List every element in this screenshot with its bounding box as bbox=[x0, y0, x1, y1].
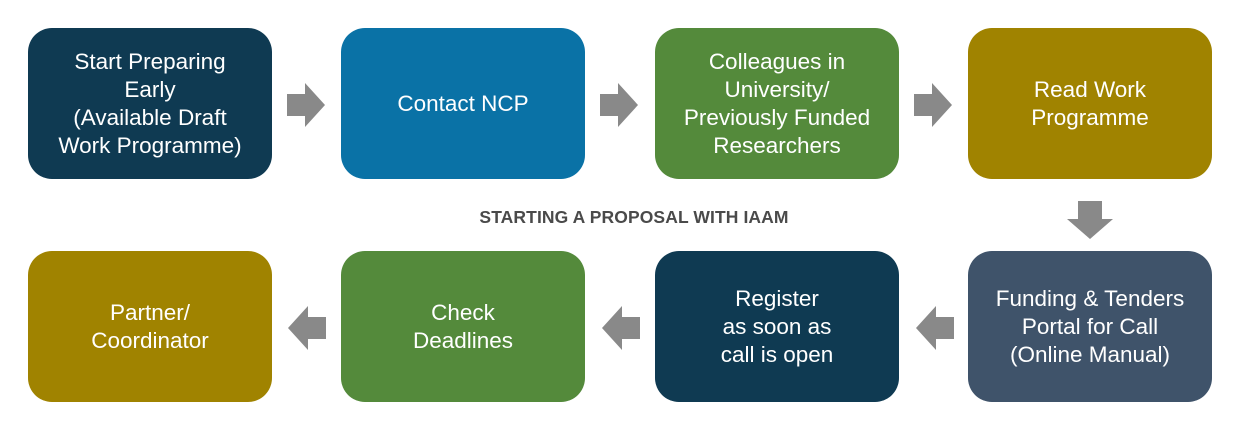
step-register: Register as soon as call is open bbox=[655, 251, 899, 402]
step-partner-coordinator: Partner/ Coordinator bbox=[28, 251, 272, 402]
step-check-deadlines: Check Deadlines bbox=[341, 251, 585, 402]
step-contact-ncp: Contact NCP bbox=[341, 28, 585, 179]
arrow-down-icon bbox=[1067, 201, 1113, 239]
arrow-left-icon bbox=[602, 306, 640, 350]
arrow-left-icon bbox=[288, 306, 326, 350]
step-start-preparing-early: Start Preparing Early (Available Draft W… bbox=[28, 28, 272, 179]
arrow-right-icon bbox=[914, 83, 952, 127]
arrow-right-icon bbox=[287, 83, 325, 127]
diagram-title: STARTING A PROPOSAL WITH IAAM bbox=[479, 207, 789, 227]
arrow-right-icon bbox=[600, 83, 638, 127]
step-colleagues: Colleagues in University/ Previously Fun… bbox=[655, 28, 899, 179]
arrow-left-icon bbox=[916, 306, 954, 350]
step-read-work-programme: Read Work Programme bbox=[968, 28, 1212, 179]
step-funding-tenders-portal: Funding & Tenders Portal for Call (Onlin… bbox=[968, 251, 1212, 402]
